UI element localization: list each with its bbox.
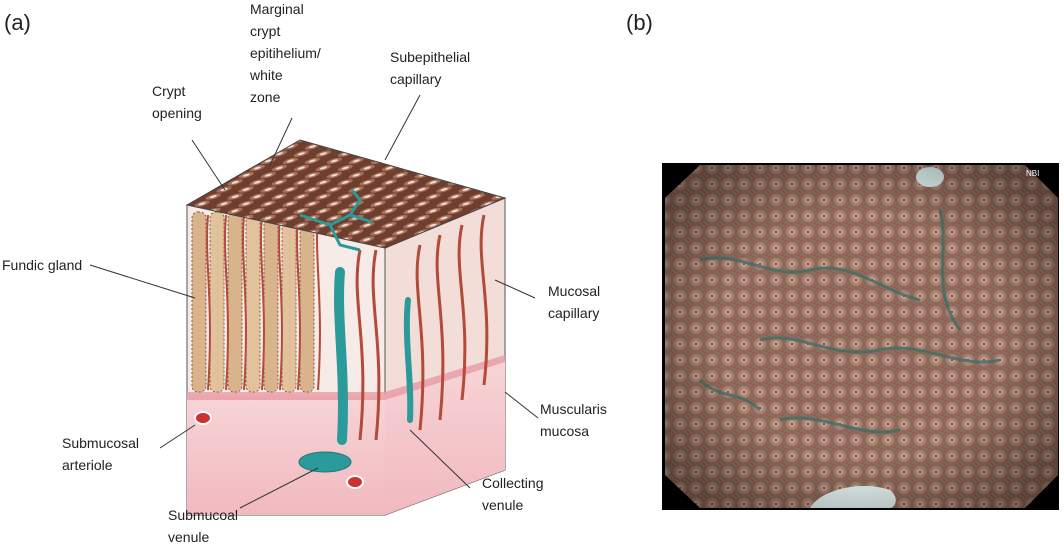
submucosa-front	[187, 395, 385, 515]
leader-collecting-venule	[409, 429, 471, 489]
label-submucoal-venule: Submucoal venule	[168, 507, 242, 545]
vignette	[665, 165, 1058, 508]
submucosal-arteriole-vessel	[194, 411, 212, 425]
panel-label-a: (a)	[4, 10, 31, 35]
label-fundic-gland: Fundic gland	[2, 257, 82, 273]
submucosa-right	[385, 360, 505, 515]
label-collecting-venule: Collecting venule	[482, 475, 547, 513]
leader-muscularis	[504, 391, 539, 419]
label-crypt-opening: Crypt opening	[152, 83, 202, 121]
leader-marginal-crypt	[269, 117, 293, 166]
leader-lines	[89, 94, 539, 509]
label-mucosal-capillary: Mucosal capillary	[548, 283, 604, 321]
leader-submucosal-arteriole	[159, 424, 196, 449]
submucosal-venule-vessel	[298, 451, 352, 473]
leader-submucoal-venule	[239, 467, 319, 509]
endoscope-mode-tag: NBI	[1026, 169, 1039, 178]
endoscopic-image: NBI	[662, 163, 1059, 510]
subepithelial-capillary-network	[299, 189, 373, 252]
block-top-surface	[185, 139, 507, 249]
label-marginal-crypt: Marginal crypt epitihelium/ white zone	[249, 1, 325, 105]
panel-label-b: (b)	[626, 10, 653, 35]
arteriole-vessel-2	[346, 475, 364, 489]
leader-crypt-opening	[191, 139, 226, 191]
collecting-venule-vessel-2	[403, 297, 414, 423]
mucosa-block	[185, 139, 507, 516]
collecting-venule-vessel	[334, 267, 348, 445]
leader-fundic-gland	[89, 264, 196, 299]
label-muscularis-mucosa: Muscularis mucosa	[540, 401, 611, 439]
label-submucosal-arteriole: Submucosal arteriole	[62, 435, 143, 473]
leader-subepithelial	[384, 94, 421, 161]
leader-mucosal-capillary	[494, 279, 536, 299]
mucosal-capillaries	[206, 214, 489, 441]
label-subepithelial-capillary: Subepithelial capillary	[390, 49, 474, 87]
